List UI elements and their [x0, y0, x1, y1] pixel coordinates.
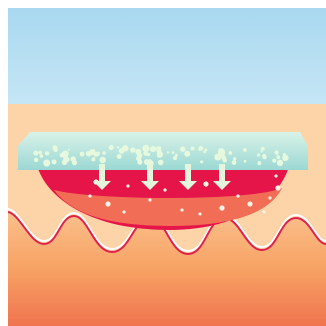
pad-bubble: [180, 146, 186, 152]
wound-particle: [268, 196, 271, 199]
wound-particle: [122, 210, 125, 213]
pad-bubble: [119, 148, 125, 154]
pad-bubble: [91, 158, 95, 162]
pad-bubble: [62, 151, 68, 157]
wound-particle: [274, 174, 277, 177]
pad-bubble: [284, 157, 287, 160]
pad-bubble: [109, 145, 114, 150]
pad-bubble: [80, 152, 85, 157]
pad-bubble: [261, 147, 265, 151]
wound-particle: [126, 184, 129, 187]
pad-bubble: [198, 148, 201, 151]
pad-bubble: [276, 156, 280, 160]
pad-bubble: [63, 156, 69, 162]
pad-bubble: [204, 148, 207, 151]
pad-bubble: [53, 161, 56, 164]
pad-bubble: [156, 148, 161, 153]
pad-bubble: [55, 149, 58, 152]
pad-bubble: [45, 151, 49, 155]
pad-bubble: [100, 157, 106, 163]
pad-bubble: [243, 148, 247, 152]
pad-bubble: [214, 154, 221, 161]
pad-bubble: [257, 153, 260, 156]
wound-particle: [180, 208, 183, 211]
pad-bubble: [232, 160, 237, 165]
wound-particle: [148, 198, 151, 201]
pad-bubble: [102, 151, 106, 155]
wound-particle: [198, 212, 201, 215]
pad-bubble: [142, 145, 149, 152]
pad-bubble: [173, 156, 177, 160]
pad-bubble: [272, 159, 276, 163]
pad-bubble: [222, 158, 227, 163]
pad-bubble: [117, 154, 122, 159]
pad-bubble: [228, 151, 232, 155]
pad-bubble: [72, 160, 77, 165]
pad-bubble: [244, 160, 247, 163]
pad-bubble: [184, 151, 190, 157]
wound-particle: [88, 194, 91, 197]
pad-bubble: [40, 154, 43, 157]
pad-bubble: [200, 160, 203, 163]
pad-bubble: [137, 153, 143, 159]
wound-particle: [219, 205, 224, 210]
dressing-pad: [18, 132, 308, 170]
pad-bubble: [90, 153, 92, 155]
wound-particle: [105, 201, 110, 206]
wound-particle: [236, 194, 239, 197]
pad-bubble: [130, 147, 135, 152]
pad-bubble: [257, 161, 261, 165]
pad-bubble: [158, 160, 164, 166]
pad-bubble: [150, 146, 156, 152]
pad-bubble: [172, 151, 175, 154]
air-layer: [8, 8, 326, 104]
pad-bubble: [167, 151, 169, 153]
pad-bubble: [233, 157, 236, 160]
pad-bubble: [263, 155, 267, 159]
wound-particle: [203, 181, 208, 186]
pad-bubble: [33, 151, 38, 156]
pad-bubble: [34, 158, 38, 162]
wound-particle: [247, 201, 252, 206]
pad-bubble: [191, 147, 195, 151]
pad-bubble: [277, 160, 283, 166]
wound-particle: [163, 188, 166, 191]
pad-bubble: [117, 146, 119, 148]
wound-particle: [275, 185, 280, 190]
wound-particle: [262, 210, 265, 213]
pad-bubble: [275, 150, 279, 154]
pad-bubble: [43, 160, 50, 167]
pad-bubble: [38, 151, 42, 155]
pad-bubble: [95, 152, 100, 157]
pad-bubble: [137, 160, 142, 165]
pad-bubble: [68, 149, 70, 151]
